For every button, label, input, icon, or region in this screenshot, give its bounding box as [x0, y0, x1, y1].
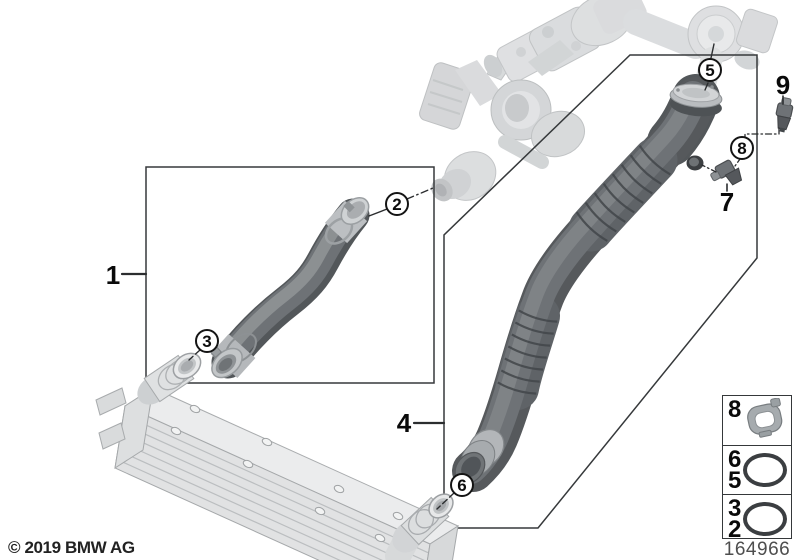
- leader-5a: [710, 43, 715, 59]
- callout-1[interactable]: 1: [105, 260, 121, 290]
- leader-8-9: [744, 127, 780, 138]
- bellows-lower: [497, 309, 558, 395]
- callout-6[interactable]: 6: [450, 473, 474, 497]
- diagram-number: 164966: [723, 539, 791, 560]
- charge-air-duct-4-5: [452, 74, 723, 492]
- legend-ref: 3: [728, 495, 742, 522]
- legend-ref: 5: [728, 467, 742, 494]
- callout-5[interactable]: 5: [698, 58, 722, 82]
- engine-assembly-faded: [419, 0, 778, 202]
- duct-bottom-fitting: [454, 428, 505, 485]
- legend-table: 8 6 5: [722, 395, 792, 542]
- bellows-upper: [575, 144, 671, 242]
- legend-ref: 6: [728, 446, 742, 473]
- leader-2b: [406, 187, 434, 200]
- legend-ref: 2: [728, 516, 742, 543]
- bolt-holes: [170, 404, 404, 543]
- mount-bracket: [95, 387, 127, 416]
- duct-top-flange: [669, 83, 723, 117]
- legend-row-seal-32: 3 2: [723, 494, 791, 543]
- callout-3[interactable]: 3: [195, 329, 219, 353]
- group-4-frame: [443, 54, 758, 529]
- leader-8-7: [734, 158, 741, 167]
- copyright-notice: © 2019 BMW AG: [8, 538, 135, 557]
- callout-9[interactable]: 9: [775, 70, 791, 100]
- callout-7[interactable]: 7: [719, 187, 735, 217]
- legend-ref: 8: [728, 396, 742, 423]
- legend-row-seal-65: 6 5: [723, 445, 791, 494]
- leader-6: [436, 492, 455, 510]
- callout-8[interactable]: 8: [730, 136, 754, 160]
- sensor-boss: [686, 155, 704, 171]
- leader-lines: [120, 43, 784, 510]
- leader-2a: [368, 208, 388, 217]
- callout-2[interactable]: 2: [385, 192, 409, 216]
- intercooler: [95, 352, 460, 560]
- pressure-sensor-7: [710, 159, 743, 186]
- hose-clamp-icon: [744, 397, 786, 443]
- callout-4[interactable]: 4: [396, 408, 412, 438]
- intercooler-inlet-neck: [137, 352, 202, 405]
- leader-7-boss: [701, 164, 717, 173]
- charge-air-hose-1: [208, 197, 370, 379]
- mount-bracket: [98, 422, 126, 450]
- pressure-sensor-9: [775, 97, 794, 133]
- leader-5b: [704, 82, 709, 91]
- o-ring-icon: [743, 502, 788, 536]
- legend-row-clamp: 8: [723, 396, 791, 445]
- o-ring-icon: [743, 453, 788, 487]
- leader-3: [188, 349, 201, 361]
